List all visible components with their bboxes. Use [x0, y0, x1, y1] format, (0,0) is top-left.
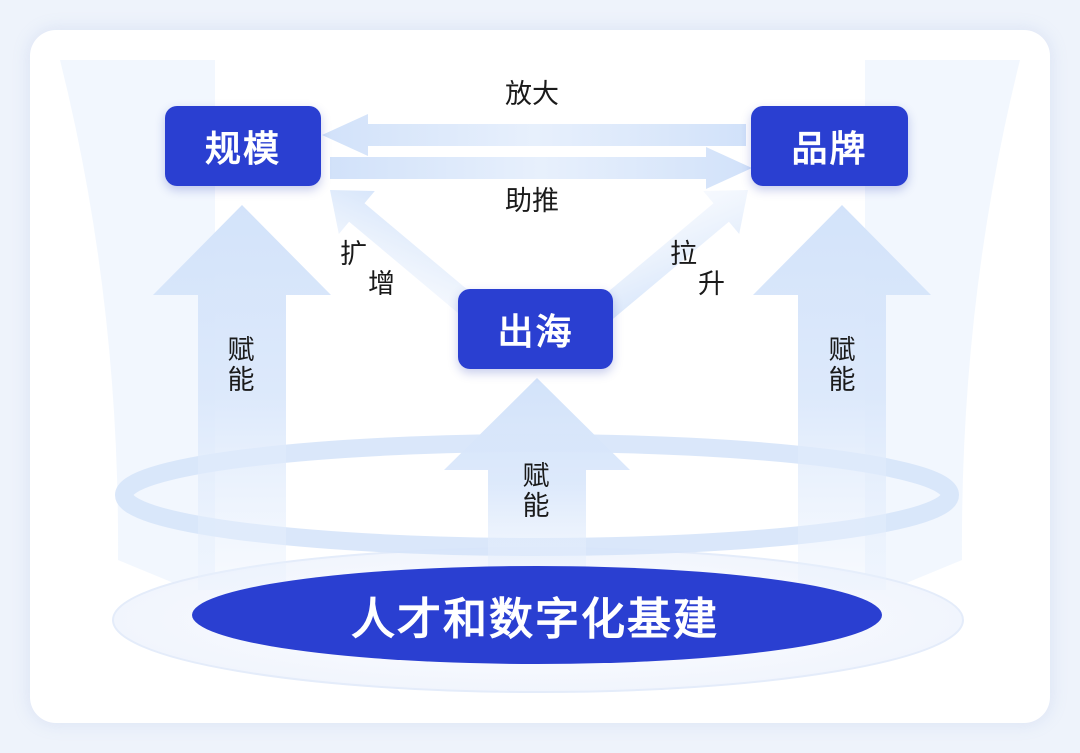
empower-arrow-right — [753, 205, 931, 590]
label-expand-char: 扩 — [340, 239, 367, 270]
label-lift: 拉升 — [670, 240, 730, 310]
label-lift-char: 拉 — [670, 239, 697, 270]
arrow-brand-to-scale — [322, 114, 746, 156]
label-empower-center: 赋能 — [522, 461, 550, 522]
diagram-canvas — [60, 60, 1020, 693]
diagram-card: 规模 品牌 出海 人才和数字化基建 放大 助推 扩增 拉升 赋能 赋能 赋能 — [30, 30, 1050, 723]
arrow-overseas-to-scale — [330, 190, 488, 325]
arrow-scale-to-brand — [330, 147, 752, 189]
label-boost: 助推 — [505, 186, 559, 217]
node-scale: 规模 — [165, 106, 321, 186]
node-foundation: 人才和数字化基建 — [351, 594, 719, 645]
empower-arrow-center — [444, 378, 630, 590]
node-overseas: 出海 — [458, 289, 613, 369]
empower-arrow-left — [153, 205, 331, 590]
label-empower-left: 赋能 — [227, 335, 255, 396]
arrow-overseas-to-brand — [590, 190, 748, 325]
label-expand: 扩增 — [340, 240, 400, 310]
label-expand-char: 增 — [368, 269, 395, 300]
foundation-ellipse — [192, 566, 882, 664]
node-brand: 品牌 — [751, 106, 908, 186]
label-amplify: 放大 — [505, 79, 559, 110]
label-empower-right: 赋能 — [828, 335, 856, 396]
label-lift-char: 升 — [698, 269, 725, 300]
